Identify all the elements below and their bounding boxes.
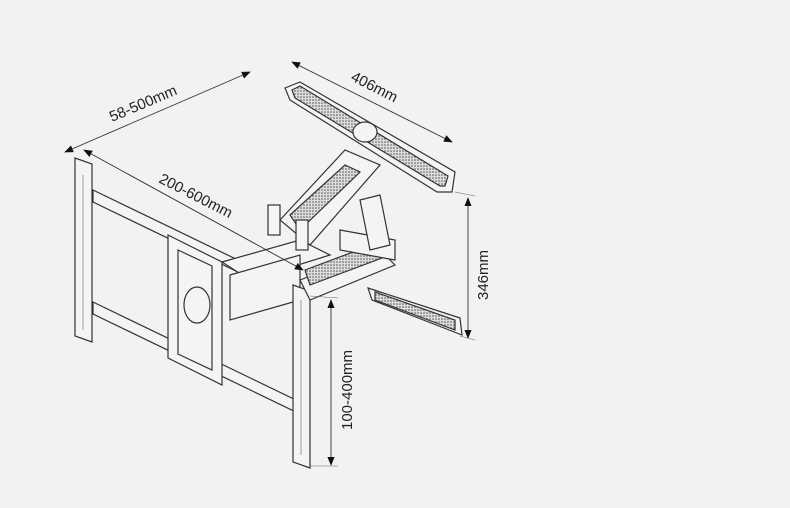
- label-58-500mm: 58-500mm: [107, 82, 180, 126]
- center-wall-plate: [167, 234, 223, 386]
- label-406mm: 406mm: [348, 68, 400, 106]
- right-vertical-rail: [292, 284, 311, 469]
- label-346mm: 346mm: [475, 250, 492, 300]
- dimension-lines: [64, 61, 476, 467]
- left-vertical-rail: [74, 157, 93, 343]
- lower-arm: [367, 287, 463, 336]
- label-100-400mm: 100-400mm: [339, 350, 356, 430]
